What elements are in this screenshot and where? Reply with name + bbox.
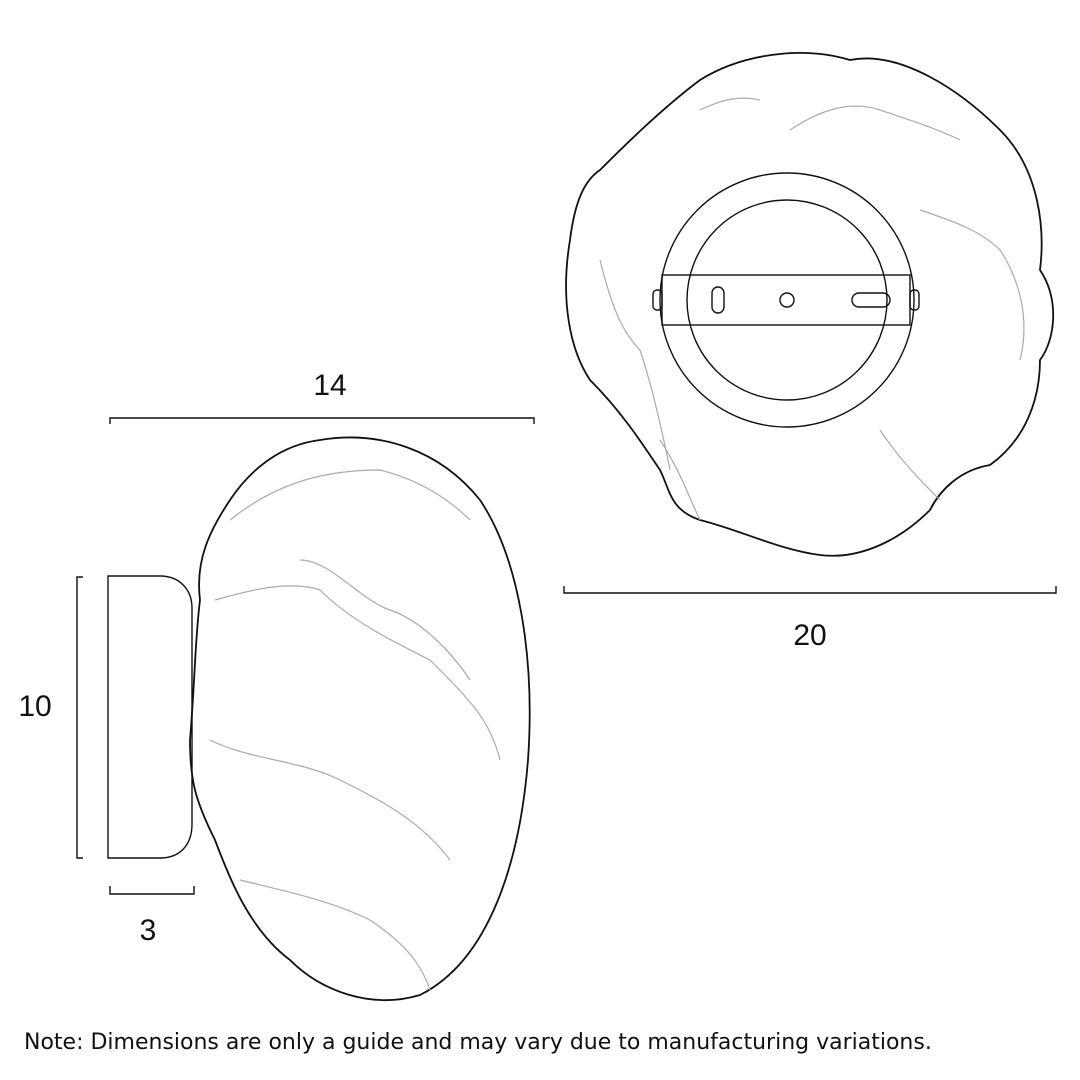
back-view-shade-outline [565, 52, 1055, 557]
bracket-screw-left [652, 289, 663, 311]
texture-line [879, 429, 941, 501]
texture-line [699, 97, 761, 111]
back-view [565, 52, 1055, 557]
dim-line-back-width [563, 586, 1057, 594]
texture-line [299, 559, 471, 681]
bracket-slot-horizontal [851, 292, 891, 308]
texture-line [229, 469, 471, 521]
bracket-screw-right [909, 289, 920, 311]
dim-label-back-width: 20 [793, 619, 826, 652]
dim-label-height: 10 [18, 690, 51, 723]
texture-line [209, 739, 451, 861]
texture-line [919, 209, 1025, 361]
dim-line-height [76, 576, 83, 859]
dim-label-base-depth: 3 [140, 914, 157, 947]
dim-label-side-width: 14 [313, 369, 346, 402]
side-view-shade-outline [189, 436, 531, 1001]
side-view [107, 436, 531, 1001]
dimensions-note: Note: Dimensions are only a guide and ma… [24, 1030, 932, 1055]
texture-line [599, 259, 671, 471]
dimension-lines [76, 417, 1057, 895]
texture-line [659, 439, 701, 521]
canopy-outer-ring [659, 172, 915, 428]
texture-line [789, 105, 961, 141]
dim-line-side-width [109, 417, 535, 424]
texture-line [214, 585, 501, 761]
bracket-slot-vertical [711, 286, 725, 314]
bracket-center-hole [779, 292, 795, 308]
wall-base-plate [107, 575, 193, 859]
dim-line-base-depth [109, 886, 195, 895]
texture-line [239, 879, 431, 991]
canopy-inner-ring [686, 199, 888, 401]
